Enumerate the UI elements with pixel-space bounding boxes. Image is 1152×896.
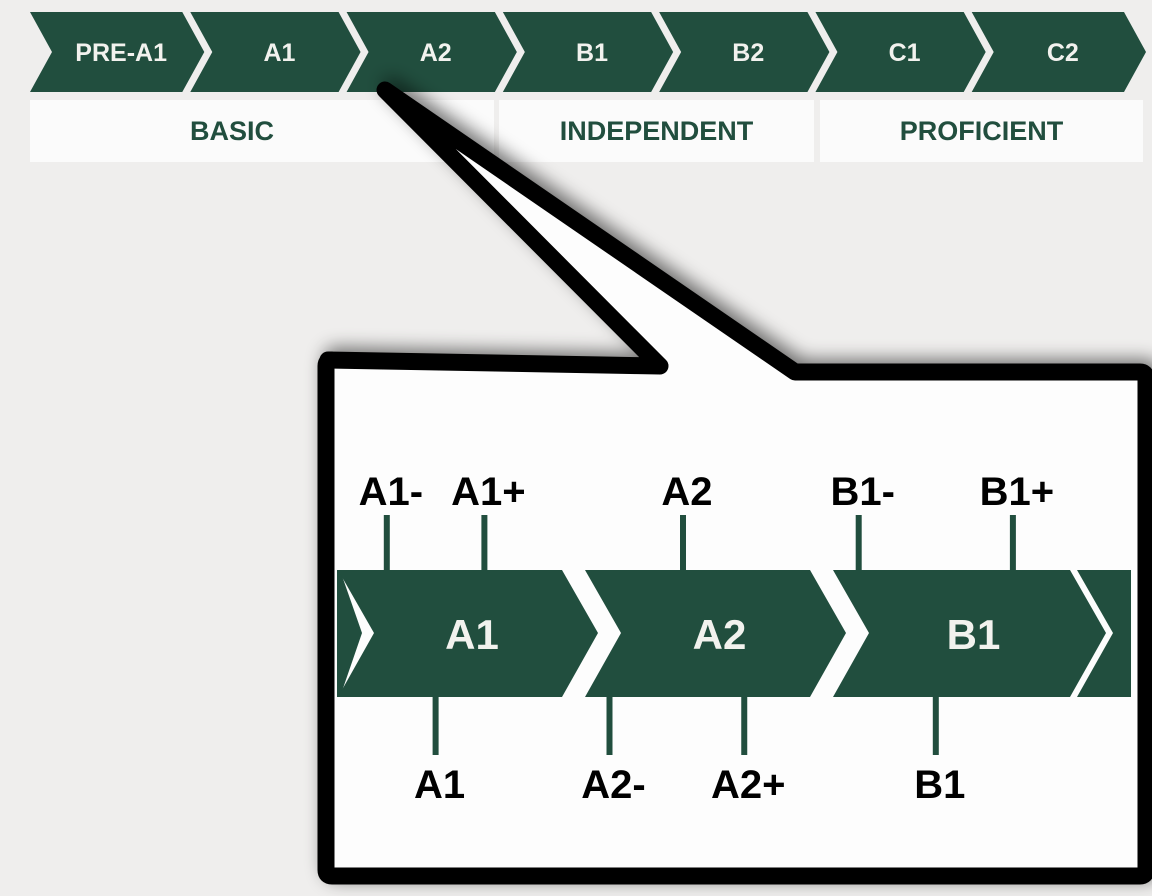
chevron-shape: [585, 570, 846, 697]
level-label: A2: [420, 39, 452, 67]
top-marker-a2: A2: [661, 470, 713, 570]
zoomed-chevron-a1: A1: [338, 570, 598, 697]
bottom-marker-a2minus: A2-: [581, 697, 646, 807]
chevron-shape: [833, 570, 1106, 697]
chevron-shape: [346, 12, 517, 92]
marker-label: A2: [661, 470, 712, 514]
level-chevron-c2: C2: [971, 12, 1146, 92]
trailing-chevron: [1077, 570, 1131, 697]
top-marker-b1plus: B1+: [980, 470, 1055, 570]
top-level-scale: PRE-A1 A1 A2 B1 B2 C1 C2: [30, 12, 1146, 92]
marker-label: A1+: [451, 470, 526, 514]
band-box: [499, 100, 814, 162]
level-chevron-a2: A2: [346, 12, 517, 92]
chevron-shape: [659, 12, 830, 92]
band-label: INDEPENDENT: [560, 116, 754, 146]
level-chevron-b1: B1: [502, 12, 674, 92]
level-label: C2: [1047, 39, 1079, 67]
band-box: [820, 100, 1143, 162]
proficiency-bands: BASIC INDEPENDENT PROFICIENT: [30, 100, 1143, 162]
marker-label: B1+: [980, 470, 1055, 514]
zoomed-level-label: B1: [947, 611, 1001, 658]
leading-chevron: [337, 570, 362, 697]
band-proficient: PROFICIENT: [820, 100, 1143, 162]
level-chevron-a1: A1: [190, 12, 361, 92]
level-chevron-b2: B2: [659, 12, 830, 92]
band-label: PROFICIENT: [900, 116, 1064, 146]
level-label: PRE-A1: [75, 39, 167, 67]
marker-label: A1-: [359, 470, 423, 514]
level-label: B1: [576, 39, 608, 67]
level-label: B2: [732, 39, 764, 67]
zoomed-level-label: A1: [445, 611, 499, 658]
top-marker-a1minus: A1-: [359, 470, 423, 570]
chevron-shape: [338, 570, 598, 697]
zoomed-chevron-a2: A2: [585, 570, 846, 697]
band-label: BASIC: [190, 116, 274, 146]
marker-label: B1: [914, 763, 965, 807]
top-marker-b1minus: B1-: [830, 470, 895, 570]
bottom-marker-a1: A1: [414, 697, 465, 807]
chevron-shape: [971, 12, 1146, 92]
level-chevron-c1: C1: [815, 12, 986, 92]
marker-label: A2-: [581, 763, 645, 807]
bottom-marker-b1: B1: [914, 697, 965, 807]
marker-label: A2+: [711, 763, 786, 807]
band-independent: INDEPENDENT: [499, 100, 814, 162]
bottom-marker-a2plus: A2+: [711, 697, 786, 807]
chevron-shape: [30, 12, 205, 92]
marker-label: B1-: [830, 470, 894, 514]
chevron-shape: [502, 12, 674, 92]
chevron-shape: [815, 12, 986, 92]
zoomed-level-label: A2: [693, 611, 747, 658]
marker-label: A1: [414, 763, 465, 807]
chevron-shape: [190, 12, 361, 92]
level-label: C1: [889, 39, 921, 67]
zoomed-chevron-b1: B1: [833, 570, 1106, 697]
top-marker-a1plus: A1+: [451, 470, 526, 570]
level-label: A1: [263, 39, 295, 67]
zoomed-level-scale: A1 A2 B1: [337, 570, 1131, 697]
level-chevron-pre-a1: PRE-A1: [30, 12, 205, 92]
